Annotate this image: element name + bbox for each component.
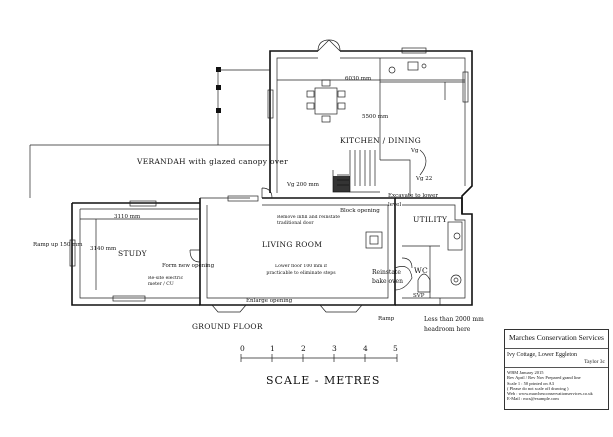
dim-6030: 6030 mm (345, 76, 372, 82)
scale-tick-5: 5 (393, 344, 398, 353)
scale-line: Scale 1 : 50 printed on A3 (507, 380, 554, 386)
scale-tick-1: 1 (270, 344, 275, 353)
scale-tick-0: 0 (240, 344, 245, 353)
form-new-opening-note: Form new opening (162, 263, 215, 269)
block-opening-note: Block opening (340, 208, 380, 214)
remove-infill-note: Remove infill and reinstate traditional … (277, 215, 340, 226)
scale-tick-2: 2 (301, 344, 306, 353)
scale-tick-4: 4 (363, 344, 368, 353)
re-site-meter-note: Re-site electric meter / CU (148, 276, 183, 287)
verandah (29, 67, 270, 198)
project-name: Ivy Cottage, Lower Eggleton (507, 352, 577, 358)
dim-3110: 3110 mm (114, 214, 141, 220)
scale-label: SCALE - METRES (266, 374, 380, 387)
svp-note: SVP (413, 293, 425, 299)
wc-label: WC (414, 266, 428, 275)
email-line: E-Mail : mcs@example.com (507, 396, 559, 402)
drawing-info: WBM January 2015 Rev April / Rev Nov Pre… (505, 368, 608, 404)
scale-tick-3: 3 (332, 344, 337, 353)
study-walls (69, 200, 201, 306)
lower-floor-note: Lower floor 100 mm if practicable to eli… (266, 264, 335, 276)
web-line: Web : www.marchesconservationservices.co… (507, 391, 593, 397)
excavate-note: Excavate to lower level (388, 193, 438, 208)
reinstate-bake-oven-note: Reinstate bake oven (372, 269, 403, 285)
dim-3140: 3140 mm (90, 246, 117, 252)
utility-wc-walls (394, 197, 473, 306)
scale-ticks: 0 1 2 3 4 5 (240, 344, 398, 353)
study-label: STUDY (118, 249, 148, 258)
kitchen-dining-label: KITCHEN / DINING (340, 136, 421, 145)
title-block: Marches Conservation Services Ivy Cottag… (504, 329, 609, 410)
vg-200-note: Vg 200 mm (286, 182, 320, 188)
dim-5500: 5500 mm (362, 114, 389, 120)
floor-label: GROUND FLOOR (192, 322, 263, 331)
ramp-note: Ramp up 150 mm (33, 242, 83, 248)
living-room-walls (199, 187, 396, 313)
scale-bar (240, 354, 398, 362)
revision-line: Rev April / Rev Nov Prepared grand line (507, 375, 581, 381)
vg-22-note: Vg 22 (415, 176, 432, 182)
project-section: Ivy Cottage, Lower Eggleton Taylor 3c (505, 349, 608, 368)
company-name: Marches Conservation Services (505, 330, 608, 349)
kitchen-dining-walls (267, 39, 473, 214)
client-ref: Taylor 3c (584, 359, 605, 365)
verandah-label: VERANDAH with glazed canopy over (136, 157, 288, 166)
vg-top-note: Vg (410, 148, 419, 154)
headroom-note: Less than 2000 mm headroom here (424, 316, 484, 333)
ramp-small-note: Ramp (378, 316, 395, 322)
utility-label: UTILITY (413, 215, 448, 224)
date-line: WBM January 2015 (507, 370, 544, 375)
enlarge-opening-note: Enlarge opening (246, 298, 293, 304)
living-room-label: LIVING ROOM (262, 240, 322, 249)
note-line: ( Please do not scale off drawing ) (507, 385, 569, 391)
